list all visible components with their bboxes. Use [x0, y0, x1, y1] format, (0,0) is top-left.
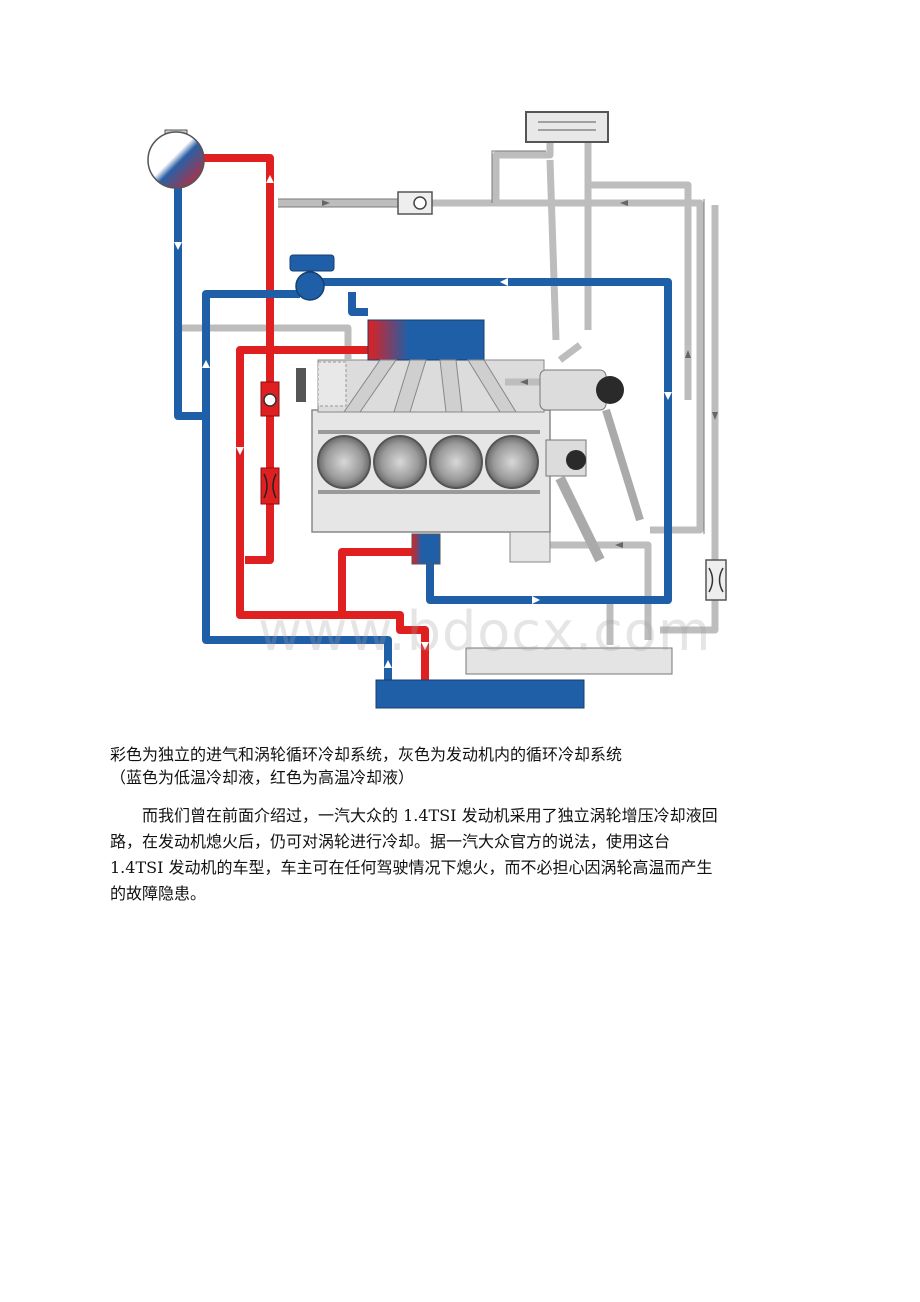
- cylinder-icon: [317, 435, 371, 489]
- paragraph-line-1: 而我们曾在前面介绍过，一汽大众的 1.4TSI 发动机采用了独立涡轮增压冷却液回: [142, 806, 718, 825]
- engine-pump-box: [509, 531, 551, 563]
- manifold-runners: [343, 359, 517, 413]
- cooling-system-diagram: [147, 111, 727, 709]
- cylinder-icon: [429, 435, 483, 489]
- paragraph-line-4: 的故障隐患。: [110, 884, 207, 903]
- check-valve-icon: [260, 381, 280, 417]
- caption-line-1: 彩色为独立的进气和涡轮循环冷却系统，灰色为发动机内的循环冷却系统: [110, 745, 623, 764]
- restrictor-icon: [705, 559, 727, 601]
- gray-outline: [278, 150, 705, 534]
- throttle-icon: [296, 368, 306, 402]
- cylinder-icon: [485, 435, 539, 489]
- red-restrictor-icon: [260, 467, 280, 505]
- intake-manifold-icon: [367, 319, 485, 361]
- body-paragraph: 而我们曾在前面介绍过，一汽大众的 1.4TSI 发动机采用了独立涡轮增压冷却液回…: [110, 803, 810, 907]
- cylinders: [317, 435, 539, 489]
- flow-arrows: [174, 175, 672, 668]
- gray-flow-arrows: [322, 200, 718, 548]
- radiator-icon: [375, 679, 585, 709]
- caption-line-2: （蓝色为低温冷却液，红色为高温冷却液）: [110, 768, 415, 787]
- turbocharger-icon: [539, 369, 644, 563]
- paragraph-line-3: 1.4TSI 发动机的车型，车主可在任何驾驶情况下熄火，而不必担心因涡轮高温而产…: [110, 858, 713, 877]
- expansion-tank-icon: [147, 129, 205, 189]
- gray-circuit: [180, 140, 719, 645]
- watermark: www.bdocx.com: [258, 600, 712, 663]
- paragraph-line-2: 路，在发动机熄火后，仍可对涡轮进行冷却。据一汽大众官方的说法，使用这台: [110, 832, 671, 851]
- heater-core-icon: [525, 111, 609, 143]
- pump-icon: [289, 254, 335, 301]
- cylinder-icon: [373, 435, 427, 489]
- main-radiator-icon: [465, 647, 673, 675]
